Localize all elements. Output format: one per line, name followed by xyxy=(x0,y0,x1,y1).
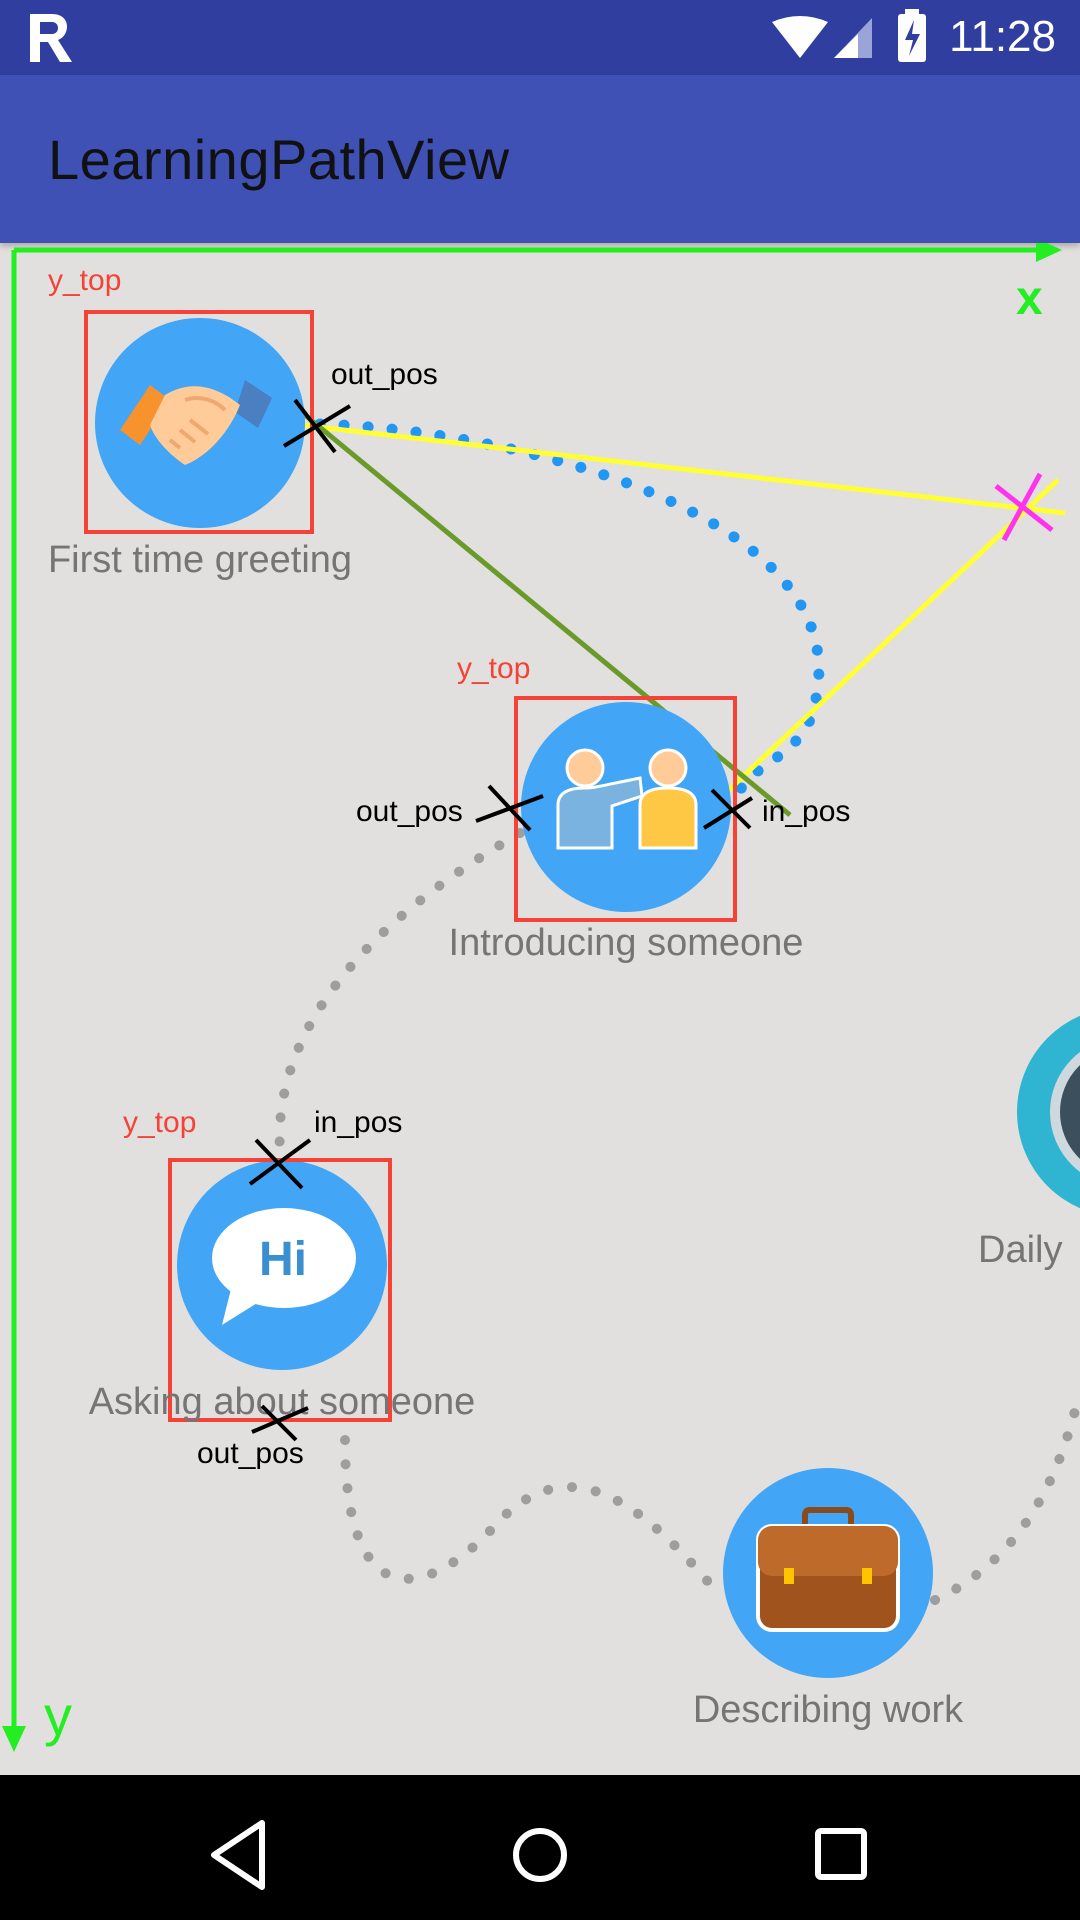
path-segment-2 xyxy=(274,828,525,1157)
out-pos-label-2: out_pos xyxy=(356,795,463,828)
out-pos-marker-1 xyxy=(282,398,352,454)
lesson-node-asking-about-someone[interactable]: Hi Asking about someone xyxy=(89,1158,476,1423)
x-axis: x xyxy=(14,243,1062,325)
two-people-icon xyxy=(556,748,698,850)
lesson-node-daily[interactable]: Daily xyxy=(978,1007,1080,1271)
lesson-title: Introducing someone xyxy=(449,922,804,964)
lesson-title: Daily xyxy=(978,1229,1062,1271)
learning-path-canvas: First time greeting Introducing someone … xyxy=(0,243,1080,1775)
out-pos-label-3: out_pos xyxy=(197,1437,304,1470)
app-logo-icon xyxy=(30,14,72,62)
lesson-node-describing-work[interactable]: Describing work xyxy=(693,1468,964,1731)
in-pos-label-2: in_pos xyxy=(762,795,850,828)
in-pos-marker-3 xyxy=(248,1138,312,1190)
in-pos-marker-2 xyxy=(702,788,754,830)
node-circle[interactable] xyxy=(521,702,731,912)
learning-path-svg: First time greeting Introducing someone … xyxy=(2,243,1080,1752)
y-axis: y xyxy=(2,250,72,1752)
x-axis-label: x xyxy=(1016,272,1043,325)
path-segment-4 xyxy=(930,1385,1080,1605)
helper-line-yellow-2 xyxy=(716,478,1060,802)
app-title: LearningPathView xyxy=(48,128,510,191)
lesson-node-introducing-someone[interactable]: Introducing someone xyxy=(449,696,804,964)
app-bar: LearningPathView xyxy=(0,75,1080,243)
out-pos-marker-2 xyxy=(475,784,544,832)
lesson-title: First time greeting xyxy=(48,539,352,581)
lesson-node-first-time-greeting[interactable]: First time greeting xyxy=(48,310,352,581)
wifi-icon xyxy=(772,16,828,58)
nav-bar-icons xyxy=(211,1820,867,1890)
briefcase-icon xyxy=(756,1507,900,1632)
y-top-label-1: y_top xyxy=(48,264,121,297)
control-point-marker xyxy=(994,472,1054,542)
status-bar-icons xyxy=(30,9,926,62)
battery-charging-icon xyxy=(898,9,926,62)
path-segment-1-active xyxy=(314,418,825,796)
handshake-icon xyxy=(120,380,272,465)
out-pos-marker-3 xyxy=(251,1404,309,1442)
clock-icon xyxy=(1050,1052,1080,1172)
navigation-bar xyxy=(0,1775,1080,1920)
helper-line-yellow-1 xyxy=(291,421,1066,516)
node-circle[interactable] xyxy=(1017,1007,1080,1217)
y-axis-label: y xyxy=(44,1684,72,1747)
home-icon[interactable] xyxy=(513,1828,567,1882)
in-pos-label-3: in_pos xyxy=(314,1106,402,1139)
status-time: 11:28 xyxy=(949,12,1056,61)
y-top-label-2: y_top xyxy=(457,652,530,685)
hi-speech-bubble-icon: Hi xyxy=(212,1208,356,1325)
cell-signal-icon xyxy=(834,18,872,58)
svg-text:Hi: Hi xyxy=(259,1233,307,1286)
lesson-title: Asking about someone xyxy=(89,1381,476,1423)
y-top-label-3: y_top xyxy=(123,1106,196,1139)
path-segment-3 xyxy=(340,1435,720,1595)
recents-icon[interactable] xyxy=(815,1828,867,1880)
lesson-title: Describing work xyxy=(693,1689,964,1731)
back-icon[interactable] xyxy=(211,1820,265,1890)
out-pos-label-1: out_pos xyxy=(331,358,438,391)
status-bar: 11:28 xyxy=(0,0,1080,75)
